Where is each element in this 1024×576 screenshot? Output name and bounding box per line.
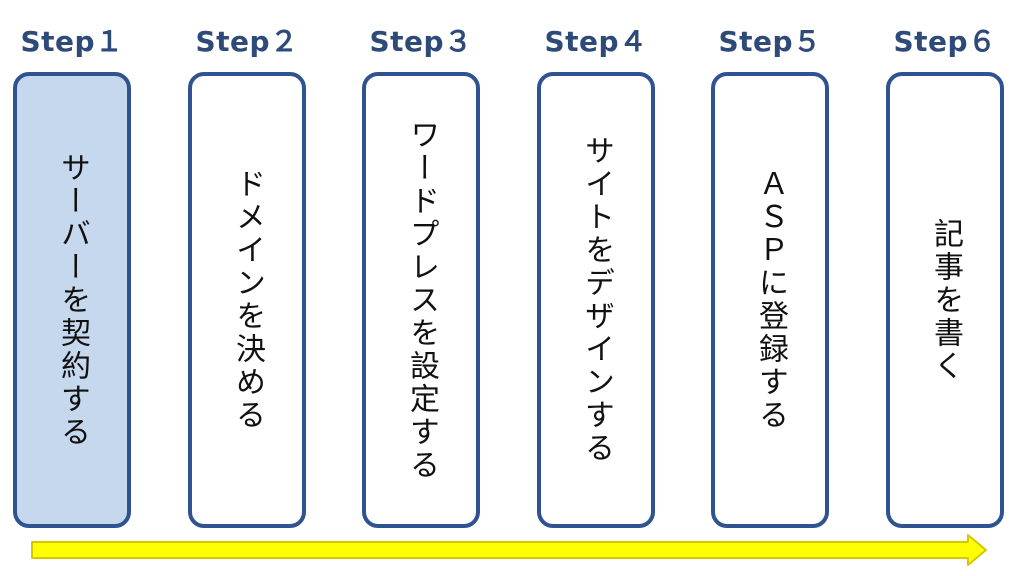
step-6-title: Step６	[893, 25, 997, 58]
step-1-box: サーバーを契約する	[13, 72, 131, 528]
step-2-box: ドメインを決める	[188, 72, 306, 528]
step-5-label: ＡＳＰに登録する	[753, 168, 788, 432]
progress-arrow	[30, 532, 990, 568]
step-3-title: Step３	[369, 25, 473, 58]
step-5-title: Step５	[718, 25, 822, 58]
step-6-label: 記事を書く	[928, 217, 963, 383]
step-3-box: ワードプレスを設定する	[362, 72, 480, 528]
step-4-label: サイトをデザインする	[579, 135, 614, 465]
arrow-right-icon	[31, 534, 987, 566]
step-2-title: Step２	[195, 25, 299, 58]
step-6-box: 記事を書く	[886, 72, 1004, 528]
step-1-label: サーバーを契約する	[55, 151, 90, 449]
step-2-label: ドメインを決める	[230, 168, 265, 432]
step-3-label: ワードプレスを設定する	[404, 118, 439, 482]
step-1-title: Step１	[20, 25, 124, 58]
step-4-box: サイトをデザインする	[537, 72, 655, 528]
step-5-box: ＡＳＰに登録する	[711, 72, 829, 528]
step-4-title: Step４	[544, 25, 648, 58]
